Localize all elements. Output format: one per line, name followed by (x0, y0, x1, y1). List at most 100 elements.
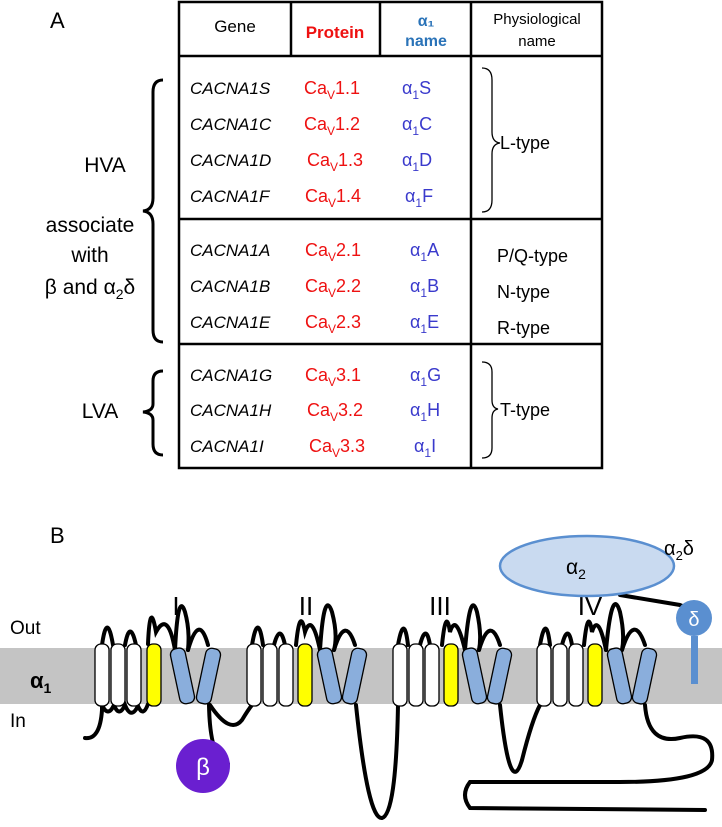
alpha-cell: α1I (414, 436, 436, 460)
gene-cell: CACNA1H (190, 401, 272, 420)
protein-cell: CaV1.4 (305, 186, 361, 210)
domain-1-label: I (172, 591, 179, 621)
helix-s5 (316, 647, 343, 705)
in-label: In (10, 711, 26, 732)
hva-brace (142, 78, 164, 344)
table-border (177, 0, 604, 470)
loop-domain-4-s6 (620, 627, 647, 652)
helix-s3 (278, 643, 294, 707)
helices (94, 643, 658, 707)
gene-cell: CACNA1B (190, 277, 270, 296)
protein-cell: CaV2.3 (305, 312, 361, 336)
loop-domain-2-s6 (332, 628, 357, 652)
gene-cell: CACNA1I (190, 437, 264, 456)
protein-cell: CaV2.1 (305, 240, 361, 264)
lva-label: LVA (82, 400, 119, 423)
header-gene: Gene (214, 17, 256, 36)
t-type-bracket (481, 361, 499, 459)
protein-cell: CaV3.3 (309, 436, 365, 460)
domain-2-label: II (299, 591, 313, 621)
helix-s3 (126, 643, 142, 707)
alpha-cell: α1A (410, 240, 439, 264)
gene-cell: CACNA1F (190, 187, 271, 206)
beta-subunit (176, 739, 230, 793)
gene-cell: CACNA1C (190, 115, 272, 134)
helix-s1 (392, 643, 408, 707)
helix-s6 (631, 647, 658, 705)
lva-brace (142, 369, 164, 457)
helix-s2 (408, 643, 424, 707)
helix-s4 (587, 643, 603, 707)
helix-s2 (552, 643, 568, 707)
loop-i-ii (208, 703, 254, 727)
helix-s5 (606, 647, 633, 705)
loop-domain-4-pore (604, 602, 626, 652)
helix-s5 (461, 647, 488, 705)
loop-domain-2-out (250, 619, 322, 652)
header-physio-name: name (518, 33, 556, 50)
associate-label-1: associate (46, 214, 135, 237)
r-type-label: R-type (497, 318, 550, 338)
loop-ii-iii (354, 703, 400, 820)
loop-domain-1-s6 (186, 627, 210, 652)
gene-cell: CACNA1A (190, 241, 270, 260)
helix-s2 (262, 643, 278, 707)
alpha-cell: α1E (410, 312, 439, 336)
helix-s1 (246, 643, 262, 707)
t-type-label: T-type (500, 400, 550, 420)
alpha2-label: α2 (566, 556, 586, 582)
header-alpha-name: name (405, 33, 447, 50)
helix-s6 (195, 647, 222, 705)
domain-3-label: III (429, 591, 451, 621)
header-physio: Physiological (493, 11, 581, 28)
helix-s4 (146, 643, 162, 707)
helix-s4 (443, 643, 459, 707)
alpha2-subunit (498, 534, 676, 598)
delta-subunit (676, 600, 712, 636)
helix-s3 (568, 643, 584, 707)
gene-cell: CACNA1G (190, 366, 272, 385)
alpha-cell: α1G (410, 365, 441, 389)
alpha1-label: α1 (30, 668, 52, 696)
helix-s2 (110, 643, 126, 707)
protein-column: CaV1.1 CaV1.2 CaV1.3 CaV1.4 CaV2.1 CaV2.… (304, 78, 365, 460)
helix-s3 (424, 643, 440, 707)
alpha-cell: α1S (402, 78, 431, 102)
out-label: Out (10, 618, 41, 639)
loop-domain-3-pore (463, 603, 483, 652)
loop-domain-1-out (100, 615, 177, 652)
table-grid (177, 0, 604, 470)
pq-type-label: P/Q-type (497, 246, 568, 266)
alpha-name-column: α1S α1C α1D α1F α1A α1B α1E α1G α1H α1I (402, 78, 441, 460)
associate-label-3: β and α2δ (45, 276, 135, 302)
protein-cell: CaV1.2 (304, 114, 360, 138)
gene-cell: CACNA1D (190, 151, 271, 170)
alpha-cell: α1D (402, 150, 432, 174)
protein-cell: CaV1.1 (304, 78, 360, 102)
loop-c-terminus (463, 703, 715, 812)
alpha-cell: α1B (410, 276, 439, 300)
panel-a-label: A (50, 8, 65, 33)
loop-domain-2-pore (318, 603, 338, 652)
gene-column: CACNA1S CACNA1C CACNA1D CACNA1F CACNA1A … (190, 79, 272, 456)
loop-n-terminus (83, 699, 150, 741)
alpha-cell: α1H (410, 400, 440, 424)
loop-domain-3-s6 (477, 628, 502, 652)
helix-s6 (341, 647, 368, 705)
associate-label-2: with (70, 244, 108, 267)
helix-s1 (94, 643, 110, 707)
l-type-label: L-type (500, 133, 550, 153)
panel-b-label: B (50, 523, 65, 548)
header-alpha: α₁ (418, 13, 435, 30)
hva-label: HVA (84, 154, 126, 177)
beta-label: β (196, 754, 210, 781)
n-type-label: N-type (497, 282, 550, 302)
alpha2-delta-label: α2δ (664, 538, 694, 563)
gene-cell: CACNA1S (190, 79, 271, 98)
protein-cell: CaV2.2 (305, 276, 361, 300)
helix-s1 (536, 643, 552, 707)
helix-s5 (169, 647, 196, 705)
protein-cell: CaV3.1 (305, 365, 361, 389)
l-type-bracket (481, 67, 501, 213)
